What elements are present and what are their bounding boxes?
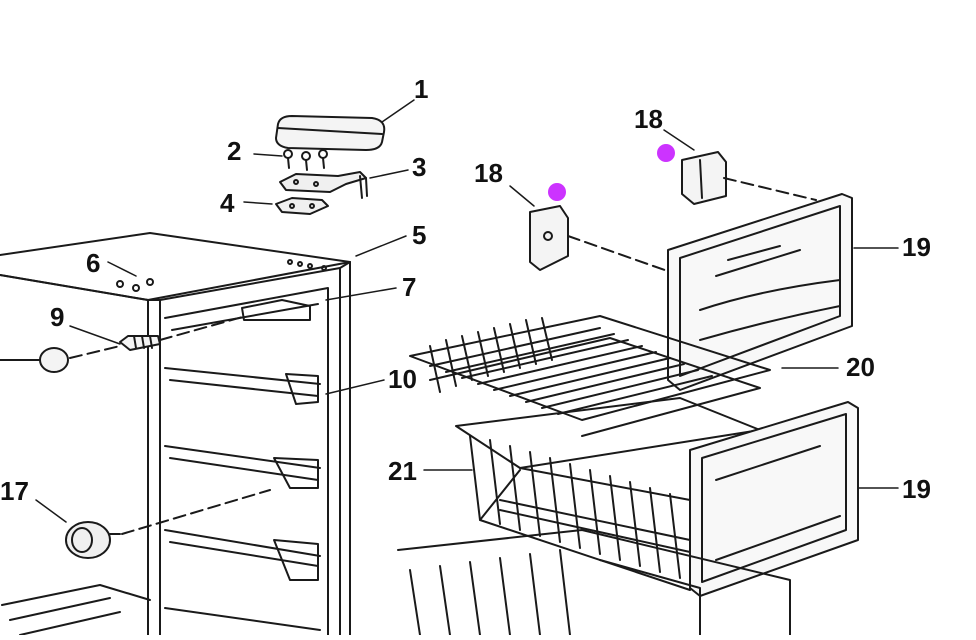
- part-wire-shelf: [410, 316, 770, 436]
- callout-6: 6: [86, 248, 101, 278]
- part-bracket-left: [530, 206, 568, 270]
- assembly-lines-18: [568, 178, 816, 274]
- marker-dot-right: [657, 144, 675, 162]
- part-front-panel-lower: [690, 402, 858, 596]
- leader-lines: [36, 100, 898, 522]
- cabinet-body: [0, 233, 350, 635]
- callout-21: 21: [388, 456, 417, 486]
- callout-7: 7: [402, 272, 417, 302]
- part-roller-17: [66, 522, 120, 558]
- callout-5: 5: [412, 220, 427, 250]
- callout-4: 4: [220, 188, 235, 218]
- callout-19-upper: 19: [902, 232, 931, 262]
- part-hinge: [280, 172, 367, 198]
- callout-10: 10: [388, 364, 417, 394]
- callout-18-left: 18: [474, 158, 503, 188]
- callout-2: 2: [227, 136, 242, 166]
- callout-9: 9: [50, 302, 65, 332]
- callout-3: 3: [412, 152, 427, 182]
- callout-1: 1: [414, 74, 429, 104]
- part-screw-9: [120, 336, 160, 350]
- part-knob: [0, 348, 68, 372]
- part-basket-lower: [398, 530, 790, 635]
- marker-dot-left: [548, 183, 566, 201]
- part-top-cover: [276, 116, 384, 150]
- assembly-line-9: [70, 316, 246, 358]
- part-bracket-right: [682, 152, 726, 204]
- part-plate: [276, 198, 328, 214]
- callout-20: 20: [846, 352, 875, 382]
- assembly-line-17: [122, 490, 270, 534]
- part-screws: [284, 150, 327, 170]
- part-front-panel-upper: [668, 194, 852, 390]
- callout-18-right: 18: [634, 104, 663, 134]
- door-liner: [165, 288, 328, 635]
- callout-17: 17: [0, 476, 29, 506]
- callout-19-lower: 19: [902, 474, 931, 504]
